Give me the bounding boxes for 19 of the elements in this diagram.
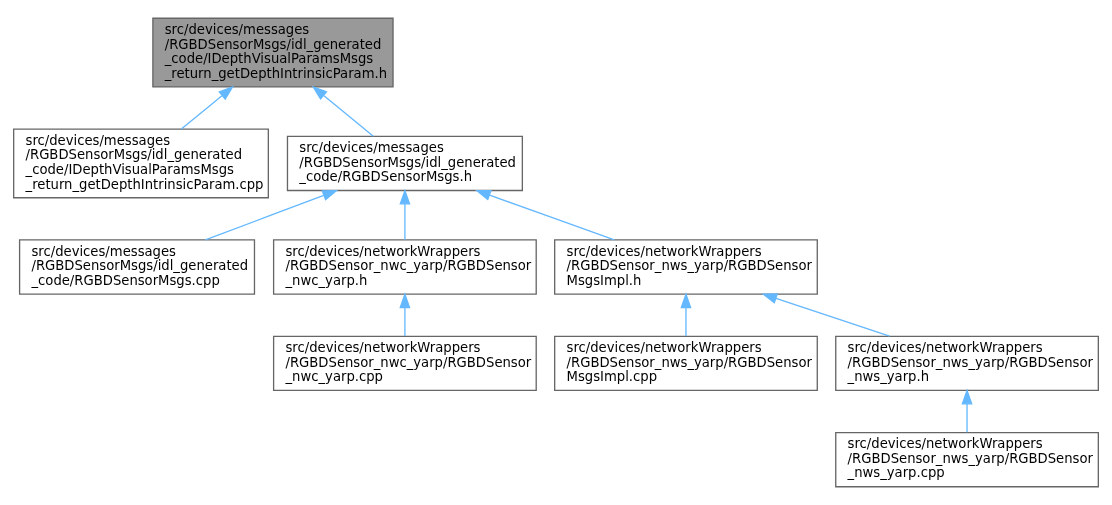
arrow	[961, 388, 973, 433]
node-box: src/devices/networkWrappers /RGBDSensor_nwc_yarp/RGBDSensor _nwc_yarp.h	[272, 239, 537, 295]
arrow	[399, 188, 411, 241]
arrow	[475, 189, 615, 241]
node-box: src/devices/messages /RGBDSensorMsgs/idl_generated _code/RGBDSensorMsgs.h	[286, 135, 523, 192]
arrow	[180, 85, 234, 130]
node-box: src/devices/messages /RGBDSensorMsgs/idl_generated _code/RGBDSensorMsgs.cpp	[18, 239, 256, 295]
node-box: src/devices/networkWrappers /RGBDSensor_nws_yarp/RGBDSensor MsgsImpl.cpp	[554, 335, 818, 392]
node-box: src/devices/networkWrappers /RGBDSensor_nwc_yarp/RGBDSensor _nwc_yarp.cpp	[272, 335, 537, 392]
node-box: src/devices/messages /RGBDSensorMsgs/idl_generated _code/IDepthVisualParamsMsgs _return_getDepthIntrinsicParam.h	[152, 17, 394, 88]
arrow	[399, 292, 411, 337]
arrow	[311, 85, 374, 137]
node-box: src/devices/networkWrappers /RGBDSensor_nws_yarp/RGBDSensor _nws_yarp.cpp	[835, 431, 1099, 488]
node-box: src/devices/messages /RGBDSensorMsgs/idl_generated _code/IDepthVisualParamsMsgs _return_getDepthIntrinsicParam.cpp	[13, 128, 269, 199]
node-box: src/devices/networkWrappers /RGBDSensor_nws_yarp/RGBDSensor MsgsImpl.h	[554, 239, 818, 295]
arrow	[204, 189, 339, 241]
arrow	[680, 292, 692, 337]
node-box: src/devices/networkWrappers /RGBDSensor_nws_yarp/RGBDSensor _nws_yarp.h	[835, 335, 1099, 392]
arrow	[761, 293, 891, 337]
